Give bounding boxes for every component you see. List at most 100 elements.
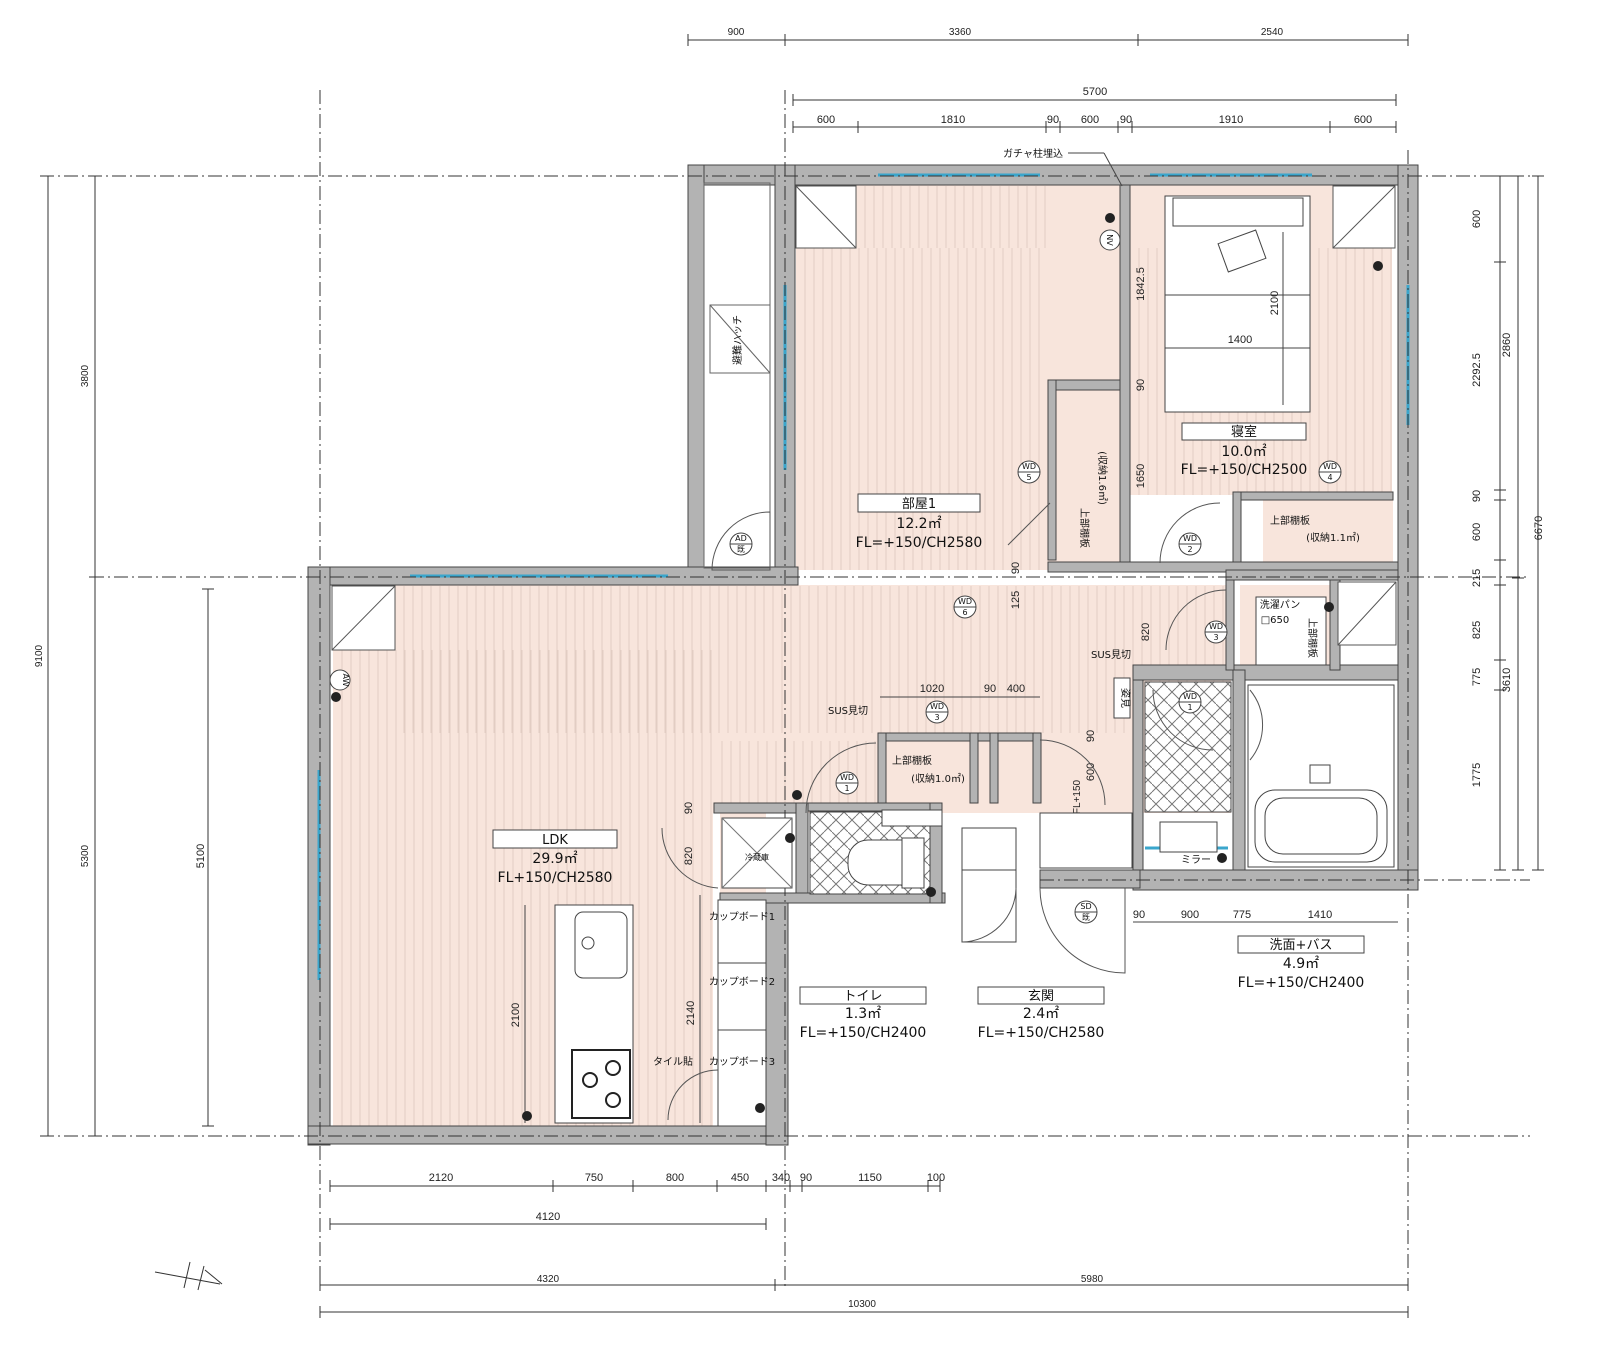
dim-left-9100: 9100	[34, 644, 45, 667]
column-wash-tr-diag	[1337, 581, 1397, 646]
north-arrow	[154, 1261, 223, 1291]
outlet	[785, 833, 795, 843]
wall-ldk-bottom	[307, 1125, 789, 1145]
room1-area: 12.2㎡	[896, 516, 941, 532]
wall-bath-left	[1132, 669, 1144, 881]
svg-text:WD: WD	[840, 773, 854, 782]
dim-top3-1910: 1910	[1219, 114, 1243, 126]
door-wd2	[1159, 502, 1221, 564]
fridge-x2	[721, 817, 793, 889]
bed	[1164, 195, 1311, 413]
dim-right-1775: 1775	[1471, 763, 1483, 787]
dim-right-3610: 3610	[1501, 668, 1513, 692]
dim-right-775: 775	[1471, 668, 1483, 686]
sus1-label: SUS見切	[828, 705, 868, 717]
entrance-area: 2.4㎡	[1023, 1006, 1059, 1022]
ps-box	[881, 809, 943, 827]
ldk-label-box	[492, 829, 618, 849]
tag-sd: SD 既	[1074, 900, 1098, 924]
bath-label-box	[1237, 935, 1365, 954]
bedroom: 寝室 10.0㎡ FL=+150/CH2500 1400 2100	[1164, 195, 1311, 478]
ldk-floor-lower	[333, 800, 713, 1126]
bath-label: 洗面+バス 4.9㎡ FL=+150/CH2400 90 900 775 141…	[1133, 909, 1398, 991]
fridge-90-dim: 90	[683, 802, 695, 814]
wd3-1020-dim: 1020	[920, 683, 944, 695]
bath-name: 洗面+バス	[1270, 938, 1333, 953]
bedroom-label-box	[1181, 422, 1307, 441]
bedroom-area: 10.0㎡	[1221, 444, 1266, 460]
door-wd1-bath	[1152, 689, 1214, 751]
toilet-name: トイレ	[843, 989, 882, 1004]
svg-text:1: 1	[844, 784, 849, 793]
fridge-820-dim: 820	[683, 847, 695, 865]
tag-aw: AW	[329, 669, 351, 691]
column-bedroom-tr-diag	[1332, 185, 1396, 249]
tag-wd4: WD 4	[1318, 460, 1342, 484]
entrance: 玄関 2.4㎡ FL=+150/CH2580	[961, 812, 1133, 1041]
svg-text:WD: WD	[1183, 534, 1197, 543]
dim-top-900: 900	[728, 27, 745, 38]
tag-nv: NV	[1099, 229, 1121, 251]
bedroom-closet-floor	[1263, 500, 1393, 562]
shelf3-label: 上部棚板	[1270, 514, 1310, 527]
toilet-tank	[901, 837, 925, 889]
wall-entrance-bottom	[1039, 869, 1141, 889]
gacha-label: ガチャ柱埋込	[1003, 147, 1063, 160]
ldk: LDK 29.9㎡ FL+150/CH2580 2100 2140 冷蔵庫 82…	[492, 802, 793, 1127]
wall-bed-closet-left	[1232, 491, 1242, 571]
fl150-dim: FL+150	[1072, 779, 1083, 814]
wall-storage-right	[989, 732, 999, 804]
hall-820-dim: 820	[1140, 623, 1152, 641]
toilet: トイレ 1.3㎡ FL=+150/CH2400	[799, 809, 943, 1041]
grid-lines	[40, 90, 1530, 1290]
wash-pan-box	[1255, 596, 1327, 666]
dim-right-600: 600	[1471, 210, 1483, 228]
sink-drain	[581, 936, 595, 950]
door-wash-bath	[1249, 689, 1263, 761]
wall-storage-right2	[1032, 732, 1042, 804]
dim-bot-1150: 1150	[858, 1172, 882, 1184]
outlet	[755, 1103, 765, 1113]
wall-bed-closet-top	[1232, 491, 1394, 501]
sink	[574, 911, 628, 979]
closets: (収納1.6㎡) 上部棚板 上部棚板 (収納1.1㎡) 1842.5 90 16…	[1003, 147, 1360, 548]
balcony	[703, 182, 771, 569]
shelf4-label: 上部棚板	[1306, 618, 1319, 658]
door-ad	[711, 511, 771, 571]
dim-top-3360: 3360	[949, 27, 972, 38]
outlet	[792, 790, 802, 800]
bed-headboard	[1172, 197, 1304, 227]
dim-top3-600c: 600	[1354, 114, 1372, 126]
wall-room1-closet-left	[1047, 379, 1057, 561]
dim-bot-340: 340	[772, 1172, 790, 1184]
escape-hatch-label: 避難ハッチ	[731, 315, 744, 365]
shower-head	[1309, 764, 1331, 784]
toilet-label-box	[799, 986, 927, 1005]
dimension-lines	[42, 34, 1544, 1318]
dim-bot-450: 450	[731, 1172, 749, 1184]
door-wd5	[1007, 502, 1051, 546]
svg-text:SD: SD	[1080, 902, 1091, 911]
balcony-strip	[703, 182, 771, 569]
fridge-label: 冷蔵庫	[745, 852, 769, 862]
door-toilet	[1039, 739, 1106, 806]
hall-125-dim: 125	[1010, 591, 1022, 609]
mid-1842-dim: 1842.5	[1135, 267, 1147, 301]
entrance-step	[961, 827, 1017, 871]
room1-label-box	[857, 493, 981, 513]
storage-600-dim: 600	[1085, 763, 1097, 781]
door-fridge	[661, 827, 719, 889]
svg-text:5: 5	[1026, 473, 1031, 482]
svg-text:WD: WD	[930, 702, 944, 711]
wall-bath-divider	[1232, 669, 1246, 881]
escape-hatch-diag	[709, 304, 771, 374]
outlets	[331, 213, 1383, 1121]
dim-right-2292: 2292.5	[1471, 353, 1483, 387]
dim-bot-4320: 4320	[537, 1274, 560, 1285]
cupboard-3-label: カップボード3	[709, 1056, 775, 1068]
mid-1650-dim: 1650	[1135, 464, 1147, 488]
dim-right-6670: 6670	[1533, 516, 1545, 540]
dim-right-215: 215	[1471, 569, 1483, 587]
svg-text:4: 4	[1327, 473, 1332, 482]
tile-label: タイル貼	[653, 1055, 693, 1068]
